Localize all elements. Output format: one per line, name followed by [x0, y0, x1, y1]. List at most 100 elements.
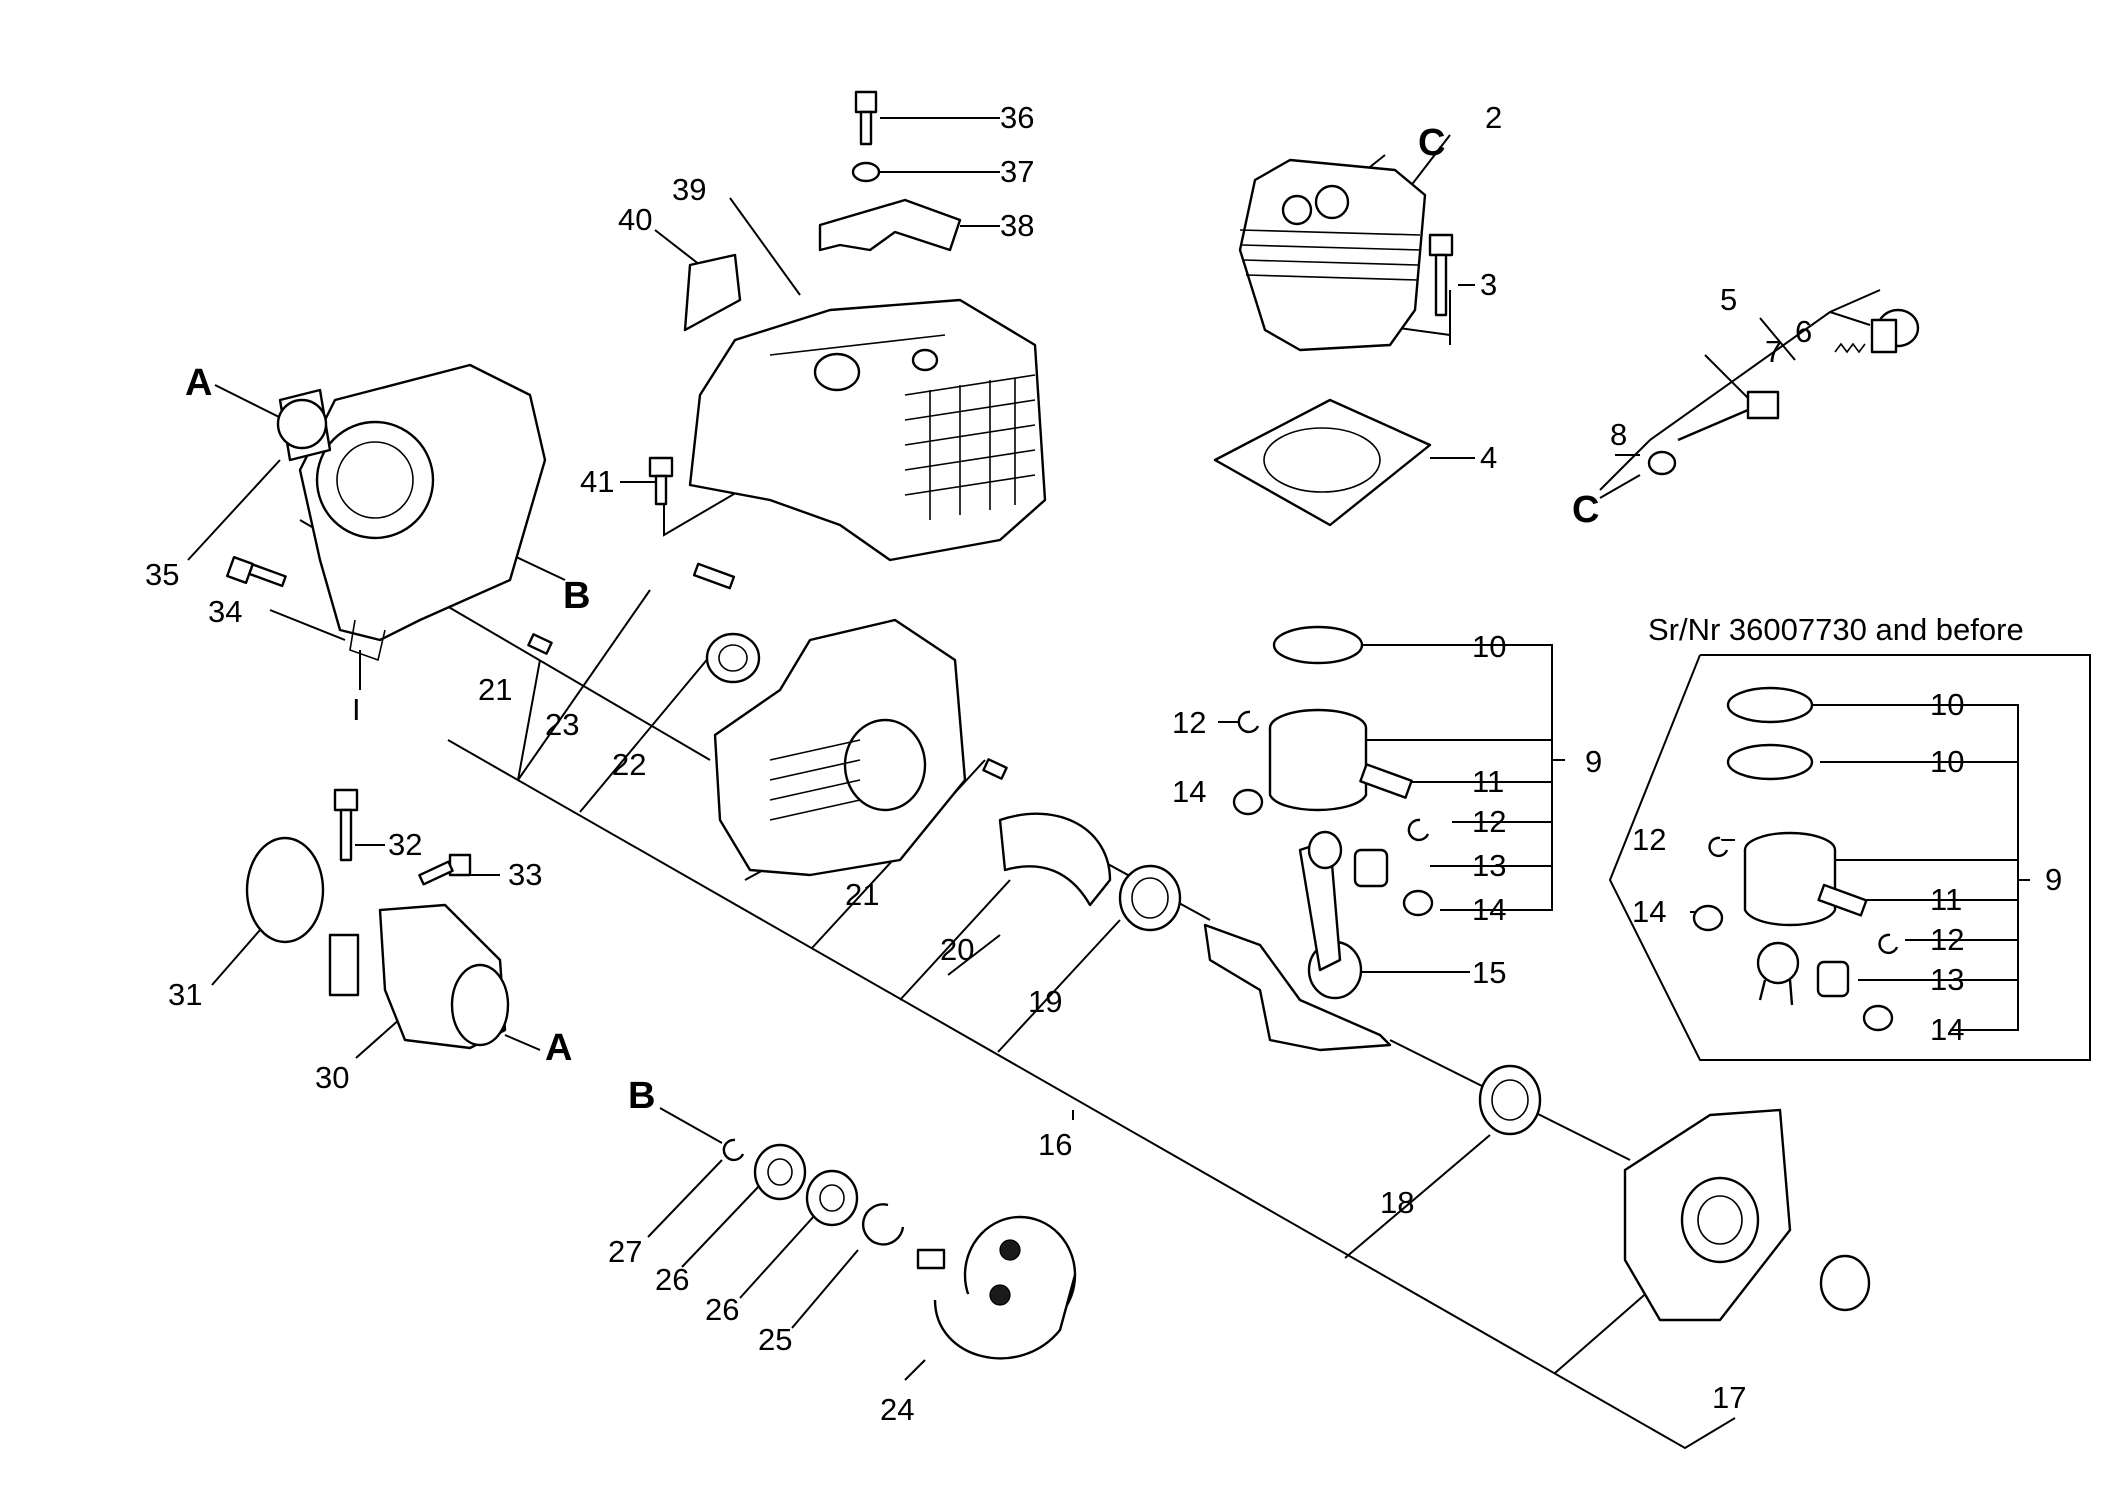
- label-6: 6: [1795, 314, 1812, 349]
- inset-washer-14-a: [1692, 904, 1724, 932]
- label-14-a: 14: [1172, 774, 1206, 809]
- label-19: 19: [1028, 984, 1062, 1019]
- label-18: 18: [1380, 1185, 1414, 1220]
- label-21-b: 21: [845, 877, 879, 912]
- label-23: 23: [545, 707, 579, 742]
- label-17: 17: [1712, 1380, 1746, 1415]
- bearing-26-a: [753, 1143, 807, 1201]
- ref-b-bottom: B: [628, 1075, 655, 1117]
- inset-label-9: 9: [2045, 862, 2062, 897]
- engine-shroud-39: [688, 298, 1047, 562]
- label-21-a: 21: [478, 672, 512, 707]
- label-5: 5: [1720, 282, 1737, 317]
- bolt-3: [1428, 233, 1454, 317]
- inset-label-11: 11: [1930, 882, 1962, 917]
- needle-bearing-13: [1353, 848, 1389, 888]
- label-3: 3: [1480, 267, 1497, 302]
- label-7: 7: [1765, 334, 1782, 369]
- label-31: 31: [168, 977, 202, 1012]
- label-32: 32: [388, 827, 422, 862]
- bearing-19: [1118, 864, 1182, 932]
- spring-6: [1834, 342, 1866, 354]
- label-40: 40: [618, 202, 652, 237]
- label-35: 35: [145, 557, 179, 592]
- label-14-b: 14: [1472, 892, 1506, 927]
- inset-label-12-b: 12: [1930, 922, 1964, 957]
- circlip-25: [861, 1203, 905, 1246]
- inset-piston-9: [1743, 831, 1837, 927]
- washer-37: [851, 161, 881, 183]
- crankshaft-15: [1203, 830, 1392, 1052]
- crankcase-half-left: [713, 618, 967, 877]
- cover-plate-38: [818, 198, 962, 252]
- clutch-drum-24: [916, 1215, 1077, 1360]
- inset-label-14-b: 14: [1930, 1012, 1964, 1047]
- label-8: 8: [1610, 417, 1627, 452]
- label-34: 34: [208, 594, 242, 629]
- label-30: 30: [315, 1060, 349, 1095]
- inset-label-10-b: 10: [1930, 744, 1964, 779]
- ref-b-right: B: [563, 575, 590, 617]
- crankcase-gasket-20: [998, 812, 1112, 907]
- label-39: 39: [672, 172, 706, 207]
- inset-needle-bearing-13: [1816, 960, 1850, 998]
- ref-c-bottom: C: [1572, 489, 1599, 531]
- filter-gasket-40: [683, 253, 742, 332]
- piston-pin-11: [1359, 763, 1413, 799]
- label-38: 38: [1000, 208, 1034, 243]
- ref-a-top: A: [185, 362, 212, 404]
- ring-31: [245, 836, 325, 944]
- label-15: 15: [1472, 955, 1506, 990]
- inset-header: Sr/Nr 36007730 and before: [1648, 612, 2024, 647]
- bolt-36: [854, 90, 878, 146]
- label-12-b: 12: [1472, 804, 1506, 839]
- inset-label-12-a: 12: [1632, 822, 1666, 857]
- base-gasket-4: [1213, 398, 1432, 527]
- label-2: 2: [1485, 100, 1502, 135]
- label-25: 25: [758, 1322, 792, 1357]
- pin-21-right: [982, 758, 1008, 780]
- label-11: 11: [1472, 764, 1504, 799]
- label-36: 36: [1000, 100, 1034, 135]
- pin-21-left: [527, 633, 553, 655]
- label-13: 13: [1472, 848, 1506, 883]
- label-22: 22: [612, 747, 646, 782]
- bolt-23: [692, 562, 736, 590]
- bolt-32: [333, 788, 359, 862]
- label-37: 37: [1000, 154, 1034, 189]
- label-12-a: 12: [1172, 705, 1206, 740]
- inset-label-14-a: 14: [1632, 894, 1666, 929]
- label-16: 16: [1038, 1127, 1072, 1162]
- circlip-12-b: [1407, 818, 1430, 842]
- decompression-valve-5: [1677, 308, 1920, 442]
- inset-con-rod-end: [1756, 941, 1800, 1006]
- inset-piston-pin-11: [1817, 883, 1868, 917]
- oil-seal-22: [705, 632, 761, 684]
- washer-8: [1647, 450, 1677, 476]
- fan-housing-35: [276, 363, 547, 662]
- piston-9: [1268, 708, 1368, 812]
- crankcase-half-right: [1623, 1108, 1792, 1322]
- leader-lines: [187, 117, 2091, 1450]
- bolt-33: [418, 853, 472, 886]
- bearing-26-b: [805, 1169, 859, 1227]
- inset-label-13: 13: [1930, 962, 1964, 997]
- inset-piston-ring-10-b: [1726, 743, 1814, 781]
- label-10: 10: [1472, 629, 1506, 664]
- ref-i: I: [352, 692, 361, 727]
- inset-label-10-a: 10: [1930, 687, 1964, 722]
- label-27: 27: [608, 1234, 642, 1269]
- label-33: 33: [508, 857, 542, 892]
- circlip-12-a: [1237, 710, 1260, 734]
- inset-washer-14-b: [1862, 1004, 1894, 1032]
- circlip-27: [722, 1138, 745, 1162]
- washer-14-a: [1232, 788, 1264, 816]
- label-41: 41: [580, 464, 614, 499]
- washer-14-b: [1402, 889, 1434, 917]
- part-labels: 2 3 4 5 6 7 8 9 10 11 12 12 13 14 14 15 …: [145, 100, 2062, 1427]
- ref-c-top: C: [1418, 122, 1445, 164]
- inset-circlip-12-b: [1878, 933, 1899, 955]
- ref-a-bottom: A: [545, 1027, 572, 1069]
- label-20: 20: [940, 932, 974, 967]
